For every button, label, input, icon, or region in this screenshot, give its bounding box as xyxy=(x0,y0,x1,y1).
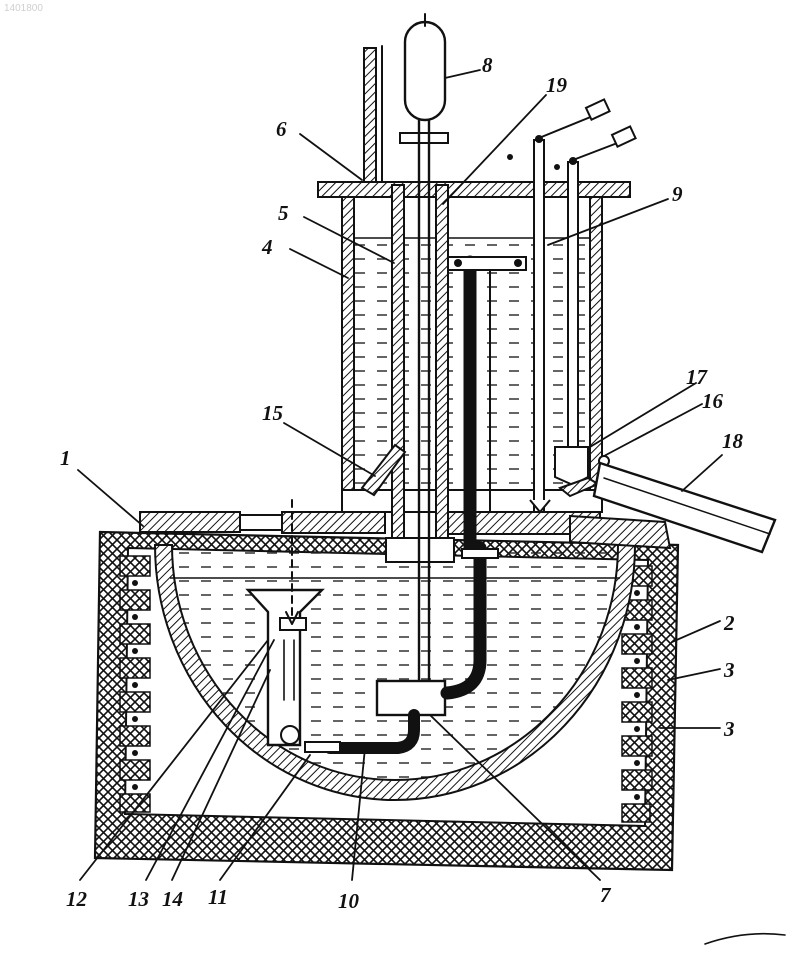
corner-tag: 1401800 xyxy=(4,3,43,14)
label-5: 5 xyxy=(278,201,289,225)
label-12: 12 xyxy=(66,887,88,911)
label-17: 17 xyxy=(686,365,709,389)
label-10: 10 xyxy=(338,889,360,913)
label-18: 18 xyxy=(722,429,744,453)
label-2: 2 xyxy=(723,611,735,635)
scan-mark xyxy=(705,934,785,944)
label-19: 19 xyxy=(546,73,568,97)
label-15: 15 xyxy=(262,401,283,425)
label-8: 8 xyxy=(482,53,493,77)
label-3a: 3 xyxy=(723,658,735,682)
label-3b: 3 xyxy=(723,717,735,741)
label-14: 14 xyxy=(162,887,183,911)
label-7: 7 xyxy=(600,883,612,907)
float-bar xyxy=(448,257,526,270)
label-11: 11 xyxy=(208,885,228,909)
label-13: 13 xyxy=(128,887,149,911)
vent-pipe xyxy=(364,46,382,182)
label-9: 9 xyxy=(672,182,683,206)
label-4: 4 xyxy=(261,235,273,259)
top-flange xyxy=(318,182,630,197)
label-6: 6 xyxy=(276,117,287,141)
label-16: 16 xyxy=(702,389,724,413)
label-1: 1 xyxy=(60,446,71,470)
